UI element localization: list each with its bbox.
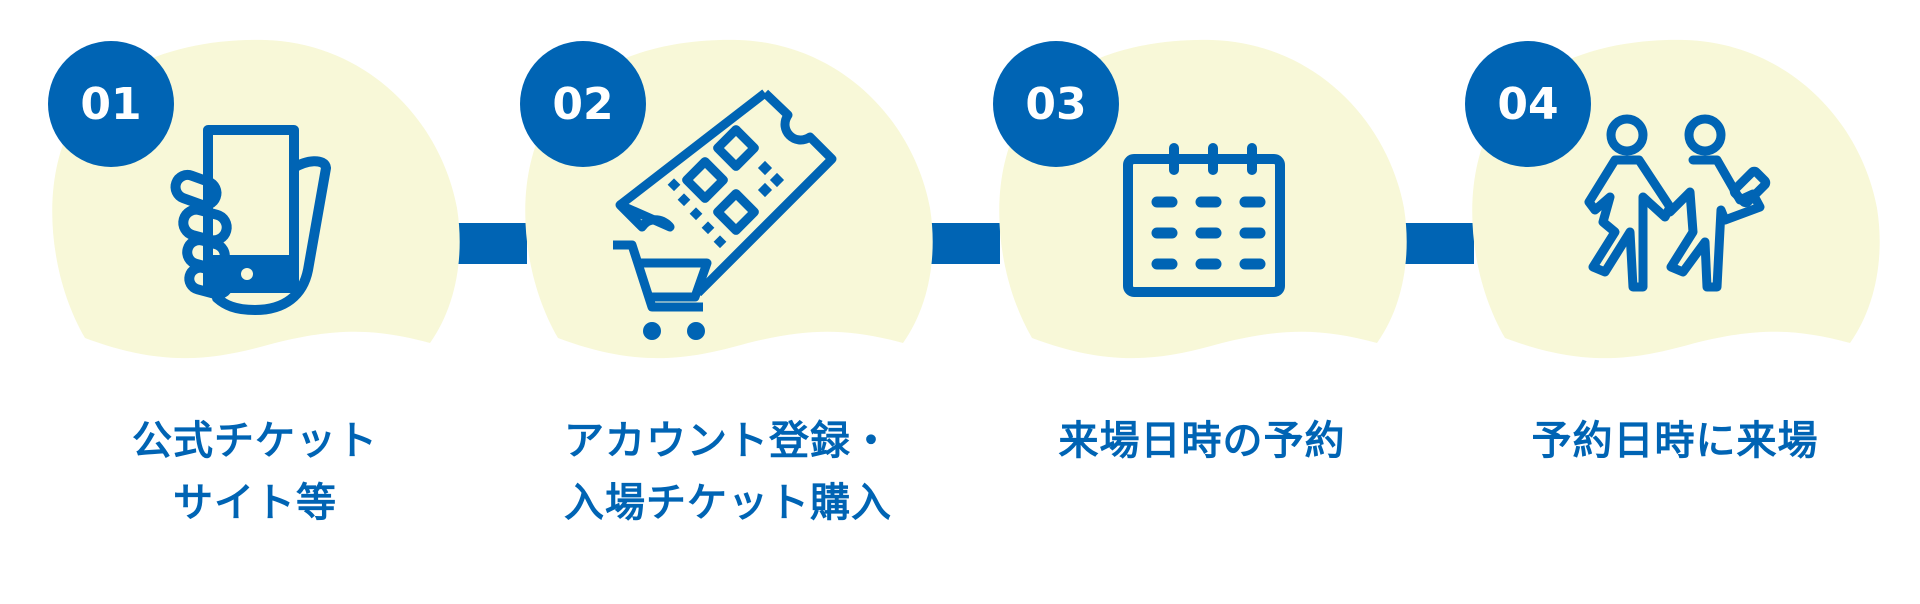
step-number-badge: 02 [520,41,646,167]
step-label: アカウント登録・ 入場チケット購入 [564,418,892,526]
step-label: 予約日時に来場 [1531,418,1819,464]
step-number: 01 [80,78,142,130]
connector-3-4 [1402,223,1474,264]
step-number-badge: 01 [48,41,174,167]
connector-2-3 [928,223,1000,264]
step-2: 02 アカウント登録・ 入場チケット購入 [518,0,998,604]
step-label: 公式チケット サイト等 [132,418,378,526]
step-4: 04 予約日時に来場 [1465,0,1920,604]
step-number: 03 [1025,78,1087,130]
step-number-badge: 03 [993,41,1119,167]
people-walking-icon [1584,114,1771,292]
step-3: 03 来場日時の予約 [992,0,1472,604]
step-number: 02 [552,78,614,130]
qr-ticket-cart-icon [613,89,837,340]
step-number: 04 [1497,78,1559,130]
step-label: 来場日時の予約 [1058,418,1346,464]
connector-1-2 [455,223,527,264]
smartphone-in-hand-icon [170,125,331,315]
step-1: 01 公式チケット サイト等 [45,0,525,604]
step-number-badge: 04 [1465,41,1591,167]
calendar-icon [1123,143,1285,297]
